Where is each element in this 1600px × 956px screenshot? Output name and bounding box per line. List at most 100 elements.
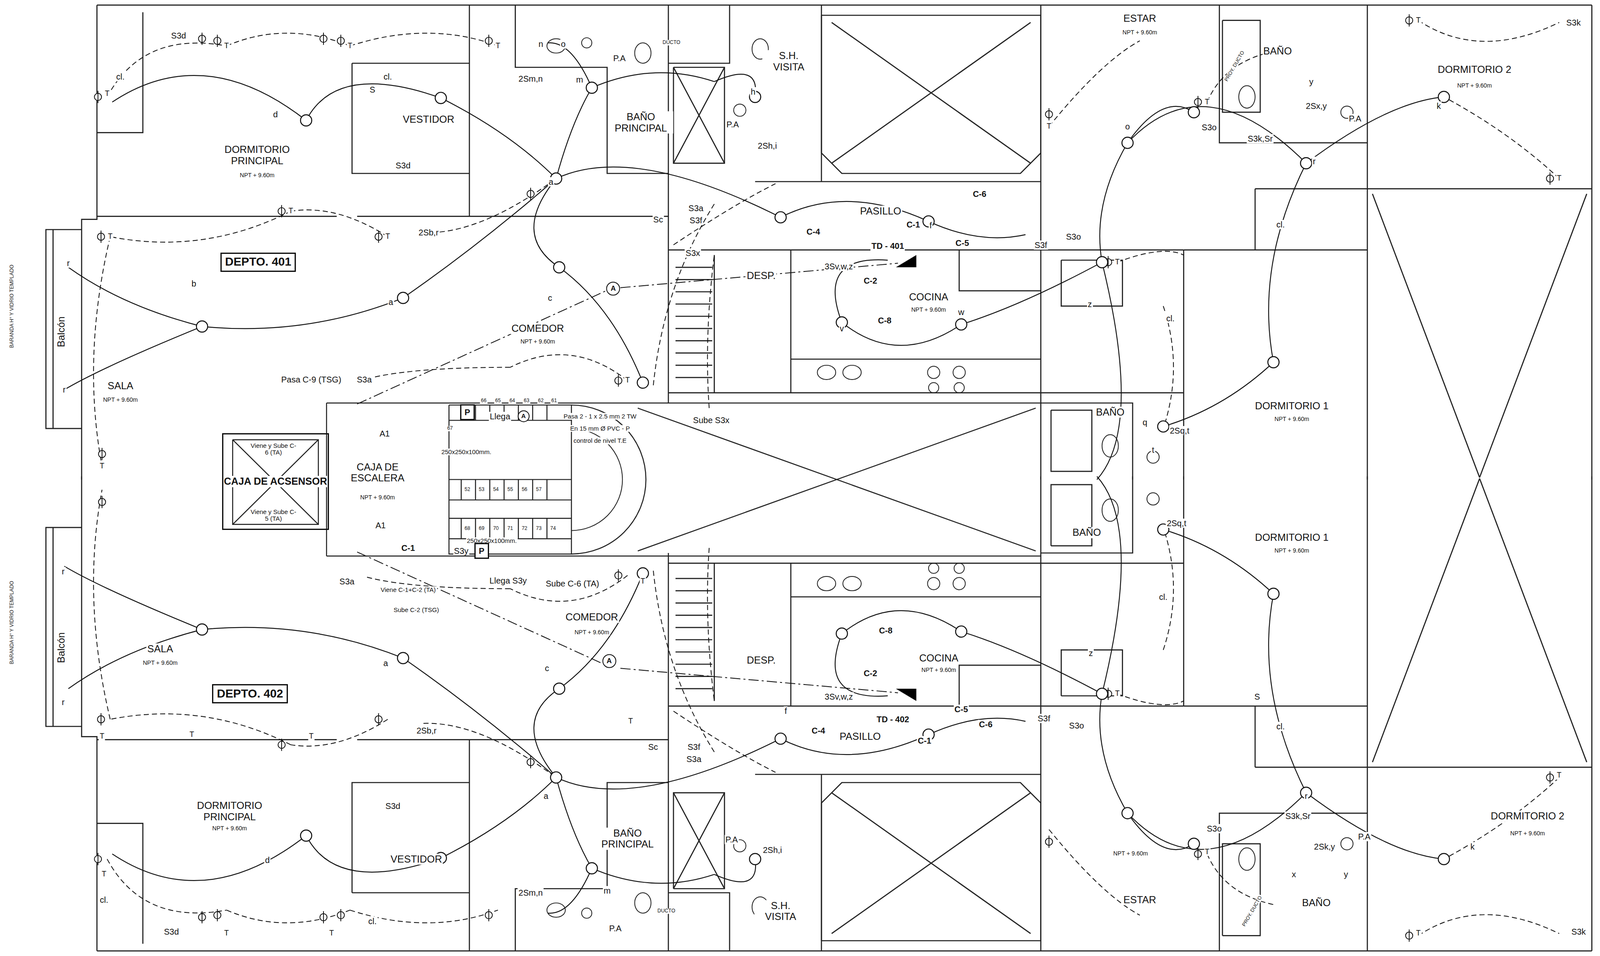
fixture-symbol: [928, 382, 939, 393]
outlet-wire: [707, 548, 715, 702]
plan-label: 70: [492, 525, 500, 532]
light-point: [196, 321, 208, 333]
circuit-wire: [1163, 362, 1274, 427]
wall-line: [352, 782, 470, 894]
plan-label: BAÑO: [1301, 897, 1332, 909]
plan-label: S3a: [685, 754, 703, 764]
outlet-symbol: [213, 34, 221, 47]
light-point: [586, 862, 598, 875]
outlet-wire: [1418, 20, 1560, 42]
plan-label: 71: [506, 525, 514, 532]
wall-line: [352, 892, 470, 894]
wall-line: [637, 408, 1036, 552]
plan-label: NPT + 9.60m: [211, 825, 249, 832]
plan-label: 2Sm,n: [517, 74, 544, 84]
plan-label: T: [1415, 929, 1422, 939]
core-area: [232, 403, 1041, 557]
wall-line: [546, 405, 548, 421]
fixture-symbol: [1102, 434, 1119, 458]
plan-label: 55: [506, 486, 514, 493]
outlet-wire: [652, 204, 715, 388]
plan-label: 57: [535, 486, 543, 493]
plan-label: cl.: [1165, 313, 1176, 324]
circle-outline-shape: [517, 411, 529, 423]
circuit-wire: [556, 738, 781, 790]
wall-line: [790, 563, 792, 707]
plan-label: m: [575, 75, 585, 85]
plan-label: En 15 mm Ø PVC - P: [569, 425, 631, 433]
wall-line: [668, 392, 1184, 394]
wall-line: [637, 408, 1036, 552]
plan-label: d: [264, 855, 271, 865]
outlet-symbol: [1405, 929, 1413, 943]
outlet-symbol: [485, 34, 493, 47]
plan-label: Viene y Sube C-5 (TA): [249, 508, 298, 523]
wall-line: [673, 67, 725, 164]
wall-line: [474, 518, 476, 539]
outlet-wire: [226, 33, 351, 46]
wall-line: [673, 67, 725, 164]
plan-label: P.A: [724, 835, 739, 845]
plan-label: t: [1151, 445, 1156, 455]
plan-label: b: [190, 279, 197, 289]
plan-label: C-6: [978, 719, 994, 730]
outlet-symbol: [213, 909, 221, 922]
plan-label: Pasa C-9 (TSG): [280, 375, 342, 385]
circuit-wire: [548, 868, 593, 914]
plan-label: NPT + 9.60m: [238, 172, 276, 179]
plan-label: NPT + 9.60m: [1112, 851, 1150, 858]
plan-label: DORMITORIO PRINCIPAL: [190, 800, 270, 823]
wall-line: [675, 626, 713, 629]
plan-label: 3Sv,w,z: [823, 261, 854, 272]
circuit-wire: [1127, 813, 1194, 850]
outlet-wire: [110, 714, 291, 746]
fixture-symbol: [1146, 492, 1160, 505]
plan-label: PROY. DUCTO: [1240, 894, 1264, 929]
wall-line: [755, 181, 1041, 183]
wall-line: [959, 250, 1041, 291]
outlet-symbol: [485, 909, 493, 922]
circuit-wire: [556, 167, 781, 218]
plan-label: w: [957, 307, 965, 317]
plan-label: C-8: [877, 315, 893, 326]
fixture-symbol: [817, 576, 836, 591]
plan-label: r: [61, 697, 66, 707]
light-point: [300, 114, 312, 127]
box-text: P: [464, 407, 471, 417]
light-point: [586, 82, 598, 94]
plan-label: h: [749, 87, 756, 97]
plan-label: S3o: [1206, 824, 1223, 834]
outlet-wire: [1443, 96, 1559, 179]
fixture-symbol: [634, 42, 652, 64]
fixture-symbol: [954, 563, 965, 574]
plan-label: Pasa 2 - 1 x 2.5 mm 2 TW: [562, 412, 638, 420]
plan-label: C-2: [862, 668, 878, 679]
plan-label: PASILLO: [838, 731, 882, 743]
plan-label: C-4: [810, 726, 826, 736]
wall-line: [468, 5, 471, 217]
outlet-wire: [107, 43, 227, 98]
light-point: [836, 628, 848, 640]
plan-label: S3o: [1068, 721, 1085, 731]
outlet-symbol: [319, 911, 327, 924]
plan-label: S3o: [1201, 122, 1218, 133]
fixture-symbol: [928, 563, 939, 574]
light-point: [1188, 106, 1200, 119]
wall-line: [713, 255, 715, 394]
plan-label: f: [928, 220, 933, 231]
outlet-wire: [1163, 306, 1174, 429]
plan-label: 2Sq,t: [1165, 518, 1188, 529]
plan-label: TD - 402: [875, 714, 911, 725]
plan-label: Balcón: [55, 315, 67, 348]
plan-label: S3k: [1565, 18, 1582, 28]
plan-label: r: [66, 258, 71, 268]
plan-label: COCINA: [908, 291, 949, 303]
plan-label: NPT + 9.60m: [142, 660, 179, 667]
fixture-symbol: [634, 893, 652, 914]
outlet-wire: [93, 489, 111, 720]
plan-label: DORMITORIO PRINCIPAL: [217, 144, 297, 167]
outlet-wire: [1207, 854, 1276, 906]
plan-label: c: [546, 293, 553, 303]
wall-line: [1255, 766, 1593, 769]
outlet-wire: [226, 910, 351, 923]
